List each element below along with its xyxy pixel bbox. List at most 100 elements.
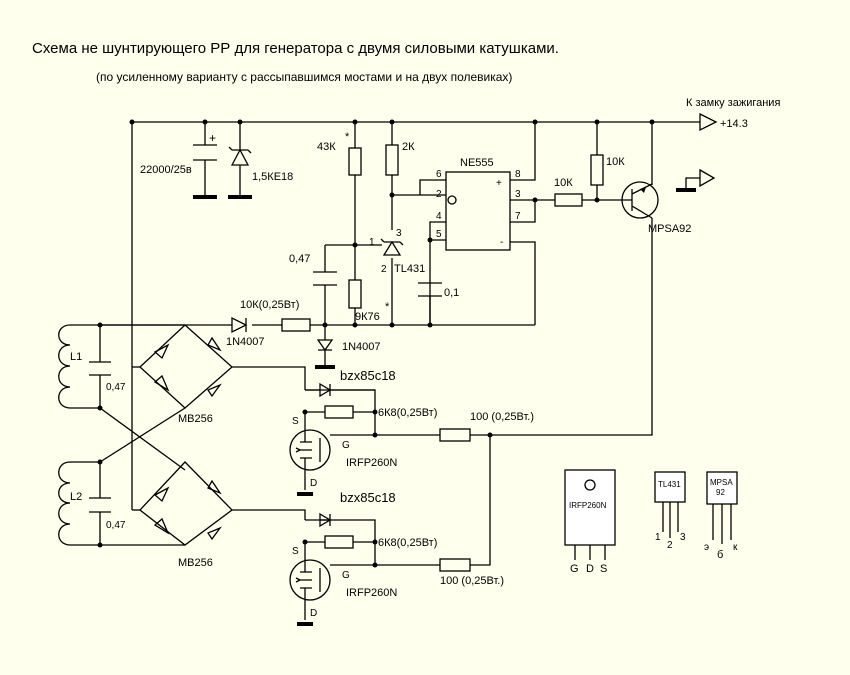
junction-dots	[97, 119, 655, 568]
resistor-43k-label: 43К	[317, 141, 336, 153]
zener2-label: bzx85c18	[340, 490, 396, 505]
main-capacitor: + 22000/25в	[140, 131, 217, 199]
resistor-10k-base-label: 10К	[554, 177, 573, 189]
diode-1n4007-series: 1N4007	[226, 316, 265, 348]
resistor-9k76-label: 9К76	[355, 311, 380, 323]
resistor-100-2: 100 (0,25Вт.)	[439, 558, 504, 587]
svg-text:S: S	[292, 546, 299, 557]
tl431-regulator: 3 1 2 TL431	[369, 228, 425, 275]
svg-text:D: D	[310, 608, 317, 619]
diode2-label: 1N4007	[342, 341, 381, 353]
package-irfp260n-name: IRFP260N	[569, 501, 607, 510]
resistor-10k-top-label: 10К	[606, 156, 625, 168]
resistor-10k-025w-label: 10К(0,25Вт)	[240, 299, 299, 311]
package-irfp260n: IRFP260N G D S	[564, 469, 616, 575]
capacitor-047: 0,47	[289, 253, 337, 286]
svg-text:б: б	[717, 549, 723, 561]
svg-text:2: 2	[436, 189, 442, 200]
ground-terminal	[676, 168, 716, 192]
svg-text:7: 7	[515, 211, 521, 222]
svg-text:G: G	[570, 563, 579, 575]
tvs-diode: 1,5КЕ18	[228, 146, 293, 199]
diode1-label: 1N4007	[226, 336, 265, 348]
mosfet-1: S G D IRFP260N	[289, 416, 397, 496]
coil-l2-label: L2	[70, 491, 82, 503]
coil-l1: L1 0,47	[58, 324, 126, 409]
svg-text:к: к	[733, 542, 738, 553]
bridge-rectifier-2: MB256	[139, 461, 233, 569]
coil-l1-cap-label: 0,47	[106, 382, 126, 393]
asterisk-9k76: *	[385, 301, 390, 313]
diode-1n4007-ground: 1N4007	[315, 339, 381, 369]
svg-text:D: D	[310, 478, 317, 489]
wires	[70, 121, 700, 620]
resistor-100-2-label: 100 (0,25Вт.)	[440, 575, 504, 587]
svg-text:2: 2	[667, 540, 673, 551]
resistor-6k8-1: 6К8(0,25Вт)	[324, 405, 437, 419]
zener1-label: bzx85c18	[340, 368, 396, 383]
svg-text:6: 6	[436, 169, 442, 180]
resistor-2k: 2К	[385, 141, 415, 176]
output-terminal: К замку зажигания +14.3	[686, 97, 780, 132]
resistor-10k-top: 10К	[590, 154, 625, 186]
output-voltage: +14.3	[720, 118, 748, 130]
transistor-label: MPSA92	[648, 223, 691, 235]
capacitor-047-label: 0,47	[289, 253, 310, 265]
svg-text:э: э	[704, 542, 709, 553]
svg-text:+: +	[496, 178, 502, 189]
resistor-6k8-2: 6К8(0,25Вт)	[324, 535, 437, 549]
mosfet2-label: IRFP260N	[346, 587, 397, 599]
main-capacitor-label: 22000/25в	[140, 164, 192, 176]
svg-text:8: 8	[515, 169, 521, 180]
ne555-ic: NE555 6 2 4 5 8 3 7 + -	[436, 157, 521, 251]
zener-2: bzx85c18	[319, 490, 396, 528]
coil-l2: L2 0,47	[58, 461, 126, 546]
svg-text:3: 3	[515, 189, 521, 200]
package-mpsa92-name2: 92	[716, 488, 725, 497]
resistor-6k8-1-label: 6К8(0,25Вт)	[378, 407, 437, 419]
asterisk-43k: *	[345, 131, 350, 143]
svg-text:3: 3	[396, 228, 402, 239]
ne555-label: NE555	[460, 157, 494, 169]
diagram-subtitle: (по усиленному варианту с рассыпавшимся …	[96, 70, 513, 84]
svg-text:G: G	[342, 440, 350, 451]
transistor-mpsa92: MPSA92	[620, 181, 691, 235]
svg-text:D: D	[586, 563, 594, 575]
package-mpsa92: MPSA 92 э б к	[704, 471, 738, 561]
svg-text:S: S	[600, 563, 607, 575]
resistor-10k-025w: 10К(0,25Вт)	[240, 299, 311, 332]
capacitor-01-label: 0,1	[444, 287, 459, 299]
svg-text:1: 1	[369, 237, 375, 248]
capacitor-plus-sign: +	[209, 131, 216, 145]
svg-text:5: 5	[436, 229, 442, 240]
svg-text:4: 4	[436, 211, 442, 222]
mosfet1-label: IRFP260N	[346, 457, 397, 469]
svg-text:2: 2	[381, 264, 387, 275]
resistor-100-1-label: 100 (0,25Вт.)	[470, 411, 534, 423]
svg-text:-: -	[500, 237, 503, 248]
bridge1-label: MB256	[178, 413, 213, 425]
resistor-2k-label: 2К	[402, 141, 415, 153]
coil-l1-label: L1	[70, 351, 82, 363]
tvs-diode-label: 1,5КЕ18	[252, 171, 293, 183]
bridge2-label: MB256	[178, 557, 213, 569]
resistor-6k8-2-label: 6К8(0,25Вт)	[378, 537, 437, 549]
coil-l2-cap-label: 0,47	[106, 520, 126, 531]
zener-1: bzx85c18	[319, 368, 396, 398]
svg-text:1: 1	[655, 532, 661, 543]
resistor-10k-base: 10К	[554, 177, 583, 207]
svg-text:3: 3	[680, 532, 686, 543]
package-tl431: TL431 1 2 3	[654, 471, 686, 551]
package-mpsa92-name: MPSA	[710, 478, 733, 487]
bridge-rectifier-1: MB256	[132, 324, 233, 425]
tl431-label: TL431	[394, 263, 425, 275]
resistor-43k: 43К *	[317, 131, 362, 176]
svg-text:G: G	[342, 570, 350, 581]
capacitor-01: 0,1	[418, 282, 459, 325]
resistor-100-1: 100 (0,25Вт.)	[439, 411, 534, 442]
resistor-9k76: 9К76 *	[348, 279, 390, 323]
mosfet-2: S G D IRFP260N	[289, 546, 397, 626]
svg-text:S: S	[292, 416, 299, 427]
